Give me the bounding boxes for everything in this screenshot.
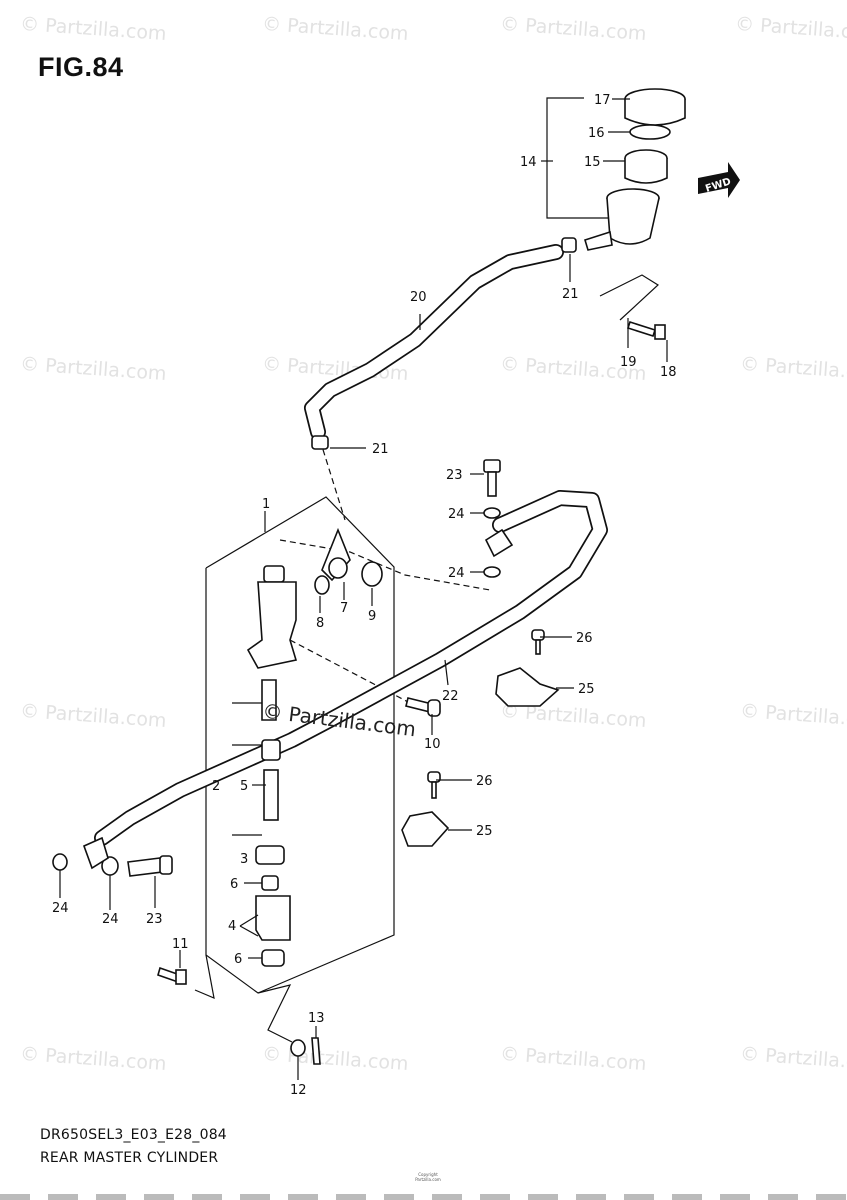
hose-guide-25 (495, 667, 560, 707)
callout-24: 24 (448, 507, 465, 522)
callout-6: 6 (234, 952, 242, 967)
hose-banjo (484, 528, 514, 558)
dashed-connector (279, 539, 491, 591)
circlip-9 (361, 561, 383, 587)
reservoir-cap-body (624, 99, 686, 126)
dashed-connector (194, 954, 215, 999)
hose-clamp-21 (561, 237, 577, 253)
leader-lines (59, 98, 668, 1080)
master-cylinder-body (246, 581, 298, 669)
callout-12: 12 (290, 1083, 307, 1098)
bottom-strip (0, 1194, 847, 1200)
connector-7 (328, 557, 348, 579)
reservoir-outlet (584, 230, 613, 251)
callout-5: 5 (240, 779, 248, 794)
callout-14: 14 (520, 155, 537, 170)
callout-24: 24 (448, 566, 465, 581)
callout-9: 9 (368, 609, 376, 624)
bolt-18 (626, 320, 657, 338)
callout-24: 24 (102, 912, 119, 927)
push-rod-5 (263, 769, 279, 821)
diagram-name: REAR MASTER CYLINDER (40, 1150, 219, 1166)
callout-8: 8 (316, 616, 324, 631)
callout-2: 2 (212, 779, 220, 794)
hose-guide-25 (401, 811, 450, 847)
callout-21: 21 (372, 442, 389, 457)
screw-26 (531, 629, 545, 641)
callout-20: 20 (410, 290, 427, 305)
callout-11: 11 (172, 937, 189, 952)
boot-3 (255, 845, 285, 865)
cotter-pin-13 (311, 1037, 321, 1065)
washer-24 (483, 566, 501, 578)
model-code: DR650SEL3_E03_E28_084 (40, 1127, 227, 1143)
copyright-line-1: Copyright (418, 1172, 438, 1177)
callout-15: 15 (584, 155, 601, 170)
callout-19: 19 (620, 355, 637, 370)
callout-17: 17 (594, 93, 611, 108)
callout-7: 7 (340, 601, 348, 616)
inlet-nipple (263, 565, 285, 583)
callout-23: 23 (446, 468, 463, 483)
dashed-connector (257, 984, 293, 1043)
piston-cup (261, 739, 281, 761)
callout-23: 23 (146, 912, 163, 927)
callout-24: 24 (52, 901, 69, 916)
callout-26: 26 (476, 774, 493, 789)
callout-25: 25 (476, 824, 493, 839)
washer-24 (52, 853, 68, 871)
reservoir-hose-20 (304, 244, 564, 440)
copyright-note: Copyright Partzilla.com (363, 1172, 493, 1182)
callout-6: 6 (230, 877, 238, 892)
nut-6 (261, 949, 285, 967)
union-bolt-23 (483, 459, 501, 473)
callout-13: 13 (308, 1011, 325, 1026)
diaphragm-plate-16 (629, 124, 671, 140)
forward-arrow-icon (698, 162, 740, 198)
callout-18: 18 (660, 365, 677, 380)
hose-banjo (82, 836, 109, 870)
clevis-4 (255, 895, 291, 941)
spring (261, 679, 277, 721)
callout-3: 3 (240, 852, 248, 867)
reservoir-bracket-14 (546, 97, 608, 219)
washer-24 (483, 507, 501, 519)
callout-10: 10 (424, 737, 441, 752)
copyright-line-2: Partzilla.com (415, 1177, 441, 1182)
o-ring-8 (314, 575, 330, 595)
callout-1: 1 (262, 497, 270, 512)
callout-25: 25 (578, 682, 595, 697)
callout-22: 22 (442, 689, 459, 704)
figure-title: FIG.84 (38, 52, 124, 82)
bracket-connector-19 (599, 274, 659, 321)
callout-21: 21 (562, 287, 579, 302)
callout-16: 16 (588, 126, 605, 141)
callout-26: 26 (576, 631, 593, 646)
hose-clamp-21 (311, 435, 329, 450)
union-bolt-23 (127, 857, 163, 877)
callout-4: 4 (228, 919, 236, 934)
nut-6 (261, 875, 279, 891)
dashed-connector (319, 439, 346, 521)
washer-12 (290, 1039, 306, 1057)
